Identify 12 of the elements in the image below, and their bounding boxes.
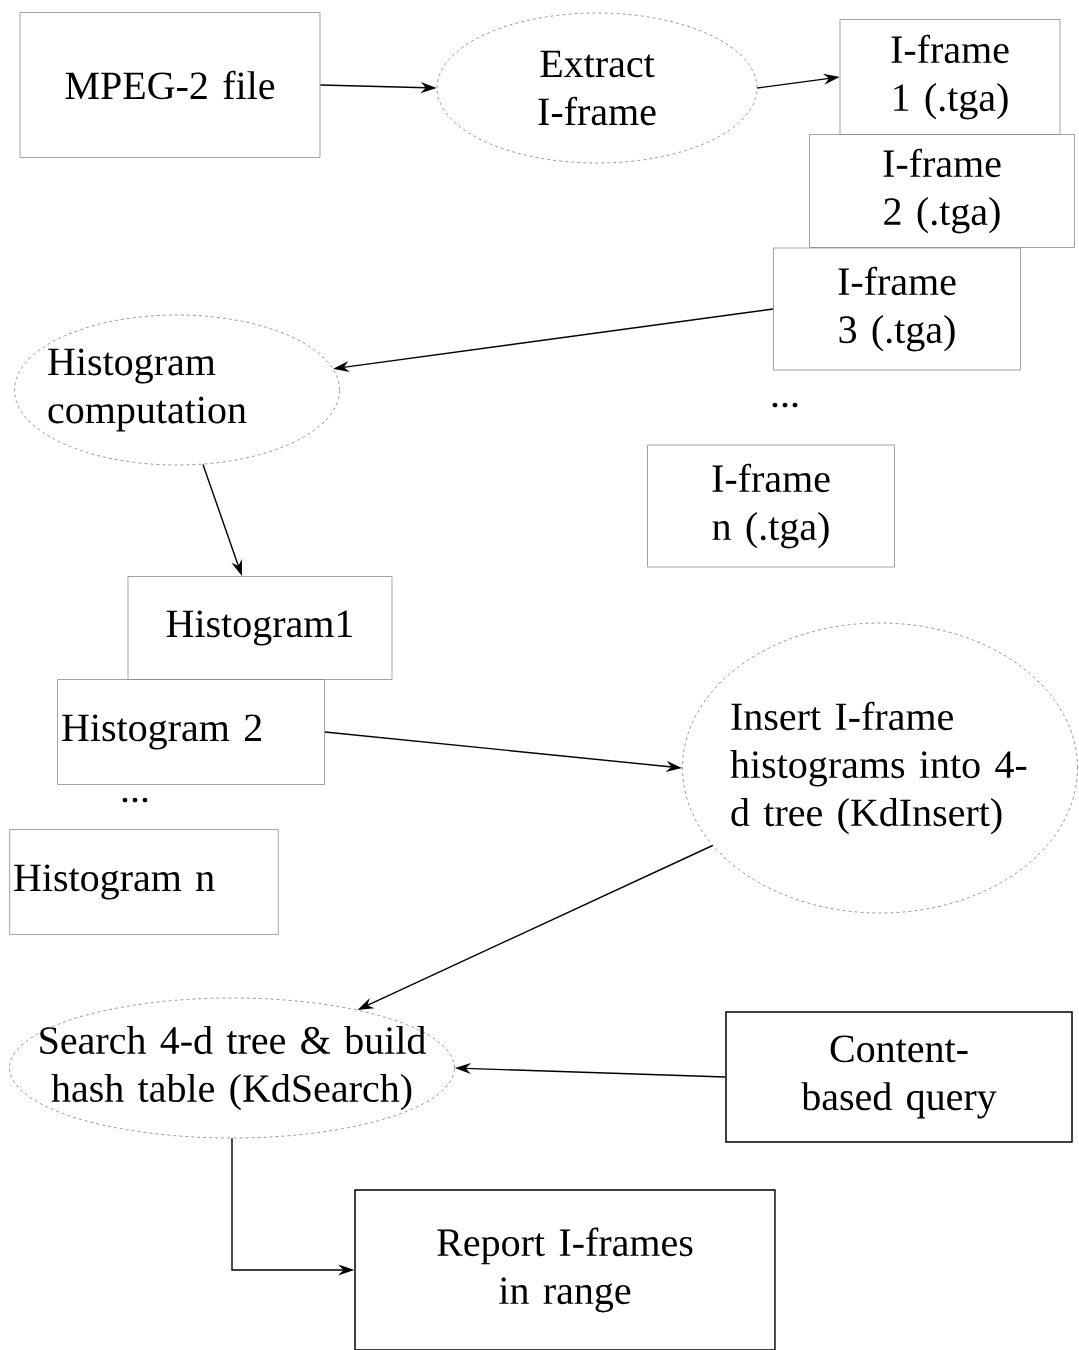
file-box: MPEG-2 file <box>19 12 321 158</box>
ellipsis: ... <box>772 402 798 408</box>
file-box: I-frame 1 (.tga) <box>839 19 1061 135</box>
file-box: I-frame 2 (.tga) <box>809 134 1075 248</box>
file-box: Histogram 2 <box>57 679 325 785</box>
process-box: Report I-frames in range <box>354 1189 776 1350</box>
ellipsis: ... <box>122 797 148 803</box>
file-box: I-frame 3 (.tga) <box>773 247 1021 371</box>
process-box: Content-based query <box>725 1011 1073 1143</box>
file-box: I-frame n (.tga) <box>647 444 895 568</box>
file-box: Histogram1 <box>127 576 393 680</box>
file-box: Histogram n <box>9 829 279 935</box>
